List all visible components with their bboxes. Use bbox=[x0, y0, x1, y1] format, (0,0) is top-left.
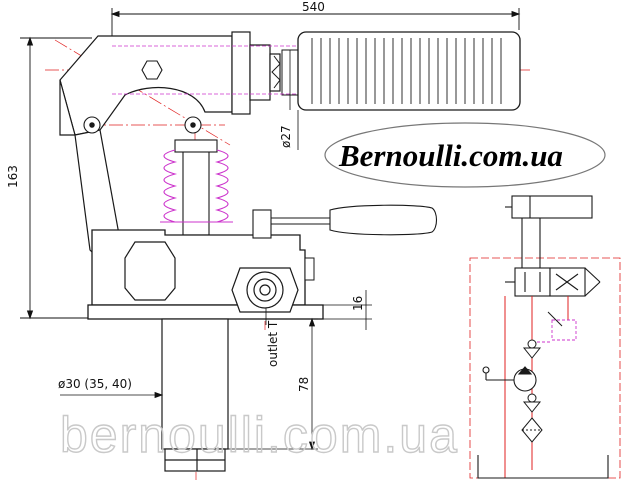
piston-rod bbox=[174, 139, 218, 236]
dimension-handle-diameter-label: ø27 bbox=[279, 125, 293, 148]
lever-hex-nut bbox=[141, 60, 163, 80]
dimension-top-width-label: 540 bbox=[302, 0, 325, 14]
dimension-cylinder-length bbox=[228, 317, 318, 451]
lever-arm bbox=[59, 35, 233, 136]
dimension-base-label: 16 bbox=[351, 296, 365, 311]
logo-ellipse bbox=[324, 122, 606, 188]
handle-socket bbox=[231, 31, 281, 115]
handle-grip bbox=[297, 31, 521, 111]
dimension-cylinder-diameter-label: ø30 (35, 40) bbox=[58, 377, 132, 391]
bore-hidden-lines bbox=[112, 45, 300, 95]
dimension-handle-diameter bbox=[289, 50, 299, 150]
watermark-text: bernoulli.com.ua bbox=[60, 407, 459, 463]
break-mark bbox=[271, 55, 281, 89]
outlet-fitting bbox=[231, 267, 299, 313]
logo-text: Bernoulli.com.ua bbox=[338, 138, 563, 173]
dimension-cylinder-diameter bbox=[60, 391, 164, 399]
dimension-height bbox=[20, 36, 92, 320]
side-cap bbox=[304, 257, 315, 281]
body-octagon-boss bbox=[124, 241, 176, 301]
release-valve bbox=[252, 204, 438, 239]
cylinder bbox=[161, 318, 229, 472]
dimension-height-label: 163 bbox=[6, 165, 20, 188]
bellows bbox=[160, 149, 233, 223]
dimension-cylinder-length-label: 78 bbox=[297, 377, 311, 392]
dimension-base bbox=[323, 290, 372, 330]
outlet-label: outlet T bbox=[266, 320, 280, 367]
hydraulic-schematic bbox=[469, 195, 621, 479]
